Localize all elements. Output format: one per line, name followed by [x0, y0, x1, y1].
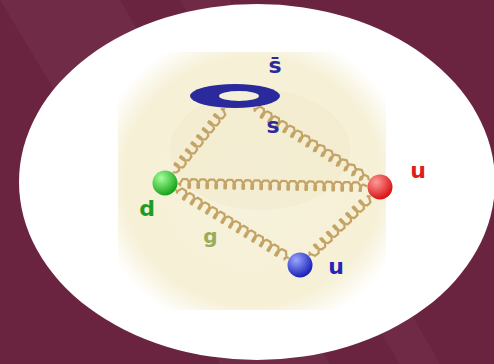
gluon-spring [178, 179, 367, 191]
quark-label: u [410, 160, 426, 182]
gluon-spring [176, 188, 289, 259]
proton-region [118, 52, 386, 310]
quark-label: d [139, 198, 155, 220]
ring-outer [190, 84, 280, 108]
quark-label: u [328, 256, 344, 278]
up-quark: u [367, 174, 393, 200]
quark-ball [287, 252, 313, 278]
gluon-spring [254, 107, 369, 181]
up-quark: u [287, 252, 313, 278]
ball-fill [153, 171, 178, 196]
quark-ball [152, 170, 178, 196]
gluon-label: g [203, 226, 217, 246]
ring-hole [219, 91, 259, 101]
gluon-spring [173, 109, 225, 173]
quark-ball [367, 174, 393, 200]
ring-shape [189, 83, 281, 109]
quark-label: s [266, 115, 279, 137]
quark-label: s̄ [268, 55, 281, 77]
gluon-spring [309, 196, 370, 256]
faint-texture [170, 90, 350, 210]
white-ellipse [19, 4, 494, 360]
ball-fill [368, 175, 393, 200]
strange-pair-loop: s̄s [189, 83, 281, 109]
ball-fill [288, 253, 313, 278]
down-quark: d [152, 170, 178, 196]
